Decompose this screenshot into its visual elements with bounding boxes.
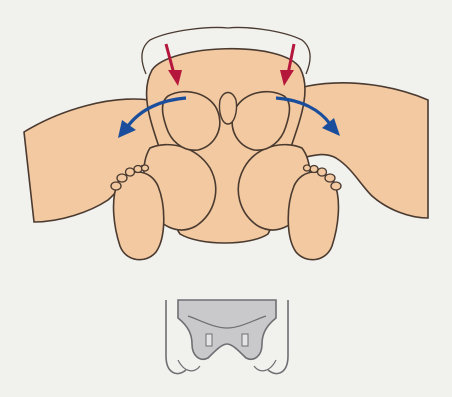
baby-genital [219, 93, 236, 125]
